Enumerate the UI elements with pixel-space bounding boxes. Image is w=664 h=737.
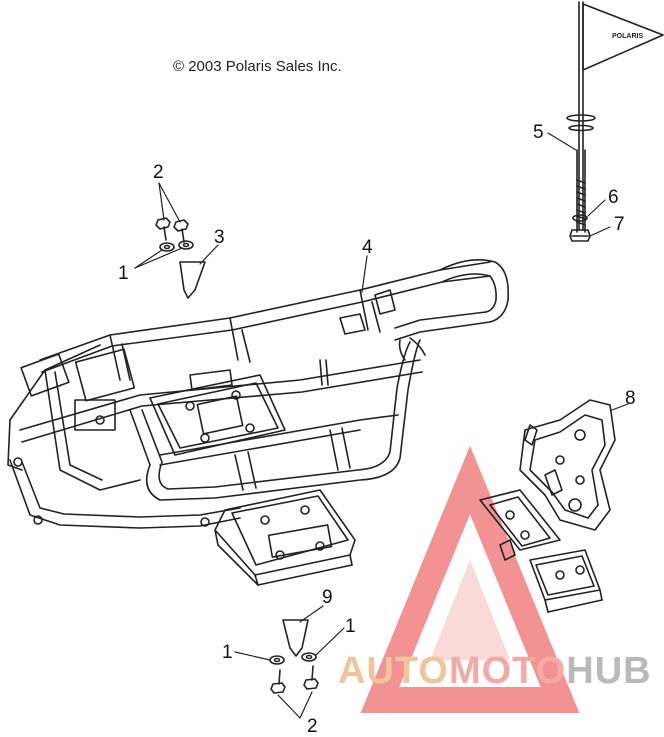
callout-1-top: 1 — [118, 263, 129, 284]
callout-2-top: 2 — [153, 162, 164, 183]
callout-3: 3 — [214, 227, 225, 248]
callout-4: 4 — [362, 237, 373, 258]
callout-8: 8 — [625, 388, 636, 409]
callout-7: 7 — [614, 214, 625, 235]
watermark-part-3: HUB — [566, 650, 652, 692]
watermark-triangle — [360, 445, 580, 713]
watermark-part-2: MOTO — [448, 650, 567, 692]
nut-part-7 — [569, 229, 591, 242]
callout-5: 5 — [533, 122, 544, 143]
copyright-notice: © 2003 Polaris Sales Inc. — [173, 58, 342, 75]
callout-1-bottom-right: 1 — [345, 616, 356, 637]
callout-9: 9 — [322, 587, 333, 608]
watermark-part-1: AUTO — [338, 650, 449, 692]
top-hardware — [155, 217, 206, 299]
lower-skid-plate — [214, 489, 356, 586]
callout-1-bottom-left: 1 — [222, 642, 233, 663]
upper-skid-plate — [149, 374, 286, 456]
leader-lines — [134, 132, 629, 719]
bracket-assembly-part-8 — [479, 399, 616, 613]
watermark-logo: AUTOMOTOHUB — [338, 652, 652, 690]
bottom-hardware — [269, 619, 319, 694]
callout-2-bottom: 2 — [307, 716, 318, 737]
main-frame-part-4 — [7, 259, 510, 529]
callout-6: 6 — [608, 187, 619, 208]
flag-part-5 — [566, 1, 664, 233]
flag-logo-text: POLARIS — [612, 33, 643, 40]
washer-part-6 — [572, 214, 588, 222]
